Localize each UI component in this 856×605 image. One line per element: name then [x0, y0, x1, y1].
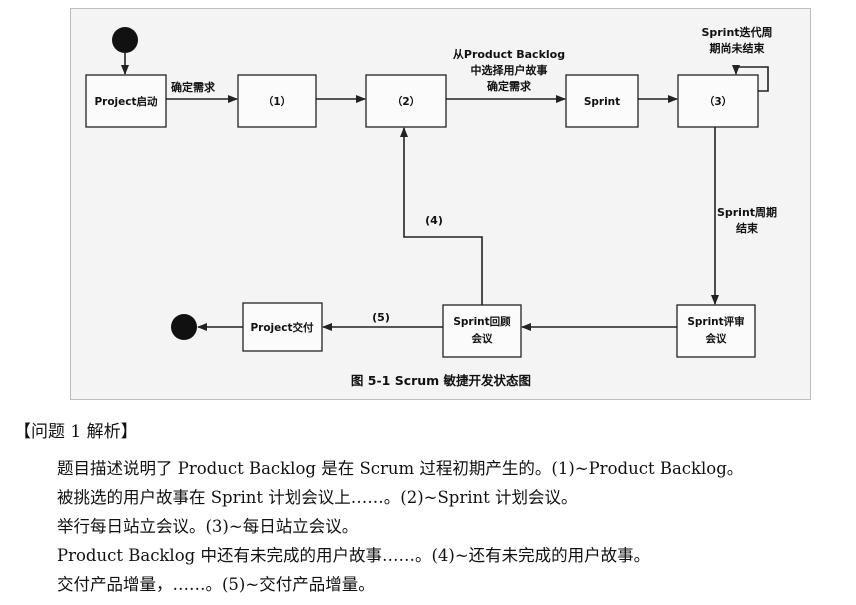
sprint-end-label-line1: Sprint周期 — [717, 205, 777, 219]
state-diagram: Project启动 确定需求 （1） （2） 从Product Backlog … — [85, 25, 777, 388]
edge-label-4: (4) — [425, 214, 443, 227]
state-2-label: （2） — [392, 95, 420, 108]
state-3-label: （3） — [704, 95, 732, 108]
self-loop-label-line1: Sprint迭代周 — [701, 25, 772, 39]
edge-state3-self-loop — [732, 65, 769, 92]
edge-select-label-line3: 确定需求 — [487, 79, 532, 93]
sprint-retro-node — [442, 304, 522, 358]
state-2-node — [365, 74, 447, 128]
project-deliver-node — [242, 302, 323, 352]
edge-select-label-line2: 中选择用户故事 — [471, 63, 548, 77]
analysis-line-3: 举行每日站立会议。(3)~每日站立会议。 — [57, 517, 359, 536]
sprint-review-node — [676, 304, 756, 358]
analysis-line-2: 被挑选的用户故事在 Sprint 计划会议上……。(2)~Sprint 计划会议… — [57, 488, 578, 507]
sprint-label: Sprint — [584, 96, 620, 108]
edge-retro-to-state2 — [400, 127, 483, 305]
sprint-retro-label-line1: Sprint回顾 — [453, 316, 511, 328]
analysis-line-5: 交付产品增量，……。(5)~交付产品增量。 — [57, 575, 375, 594]
project-start-label: Project启动 — [94, 95, 158, 108]
sprint-review-label-line2: 会议 — [706, 332, 727, 345]
project-deliver-label: Project交付 — [250, 321, 314, 334]
sprint-review-label-line1: Sprint评审 — [687, 315, 744, 328]
edge-select-label-line1: 从Product Backlog — [453, 48, 565, 61]
state-1-node — [237, 74, 317, 128]
analysis-line-4: Product Backlog 中还有未完成的用户故事……。(4)~还有未完成的… — [57, 546, 651, 565]
analysis-line-1: 题目描述说明了 Product Backlog 是在 Scrum 过程初期产生的… — [57, 459, 744, 478]
project-start-node — [85, 74, 167, 128]
sprint-retro-label-line2: 会议 — [472, 332, 493, 345]
edge-label-5: (5) — [372, 311, 390, 324]
analysis-title: 【问题 1 解析】 — [14, 422, 138, 442]
self-loop-label-line2: 期尚未结束 — [710, 41, 766, 55]
sprint-node — [565, 74, 639, 128]
figure-caption: 图 5-1 Scrum 敏捷开发状态图 — [351, 373, 531, 388]
sprint-end-label-line2: 结束 — [735, 221, 759, 235]
final-state-node — [171, 314, 197, 340]
state-1-label: （1） — [263, 95, 291, 108]
scrum-state-diagram-figure: Project启动 确定需求 （1） （2） 从Product Backlog … — [70, 8, 811, 400]
state-3-node — [677, 74, 759, 128]
initial-state-node — [112, 27, 138, 53]
edge-confirm-requirements-label: 确定需求 — [171, 80, 216, 94]
